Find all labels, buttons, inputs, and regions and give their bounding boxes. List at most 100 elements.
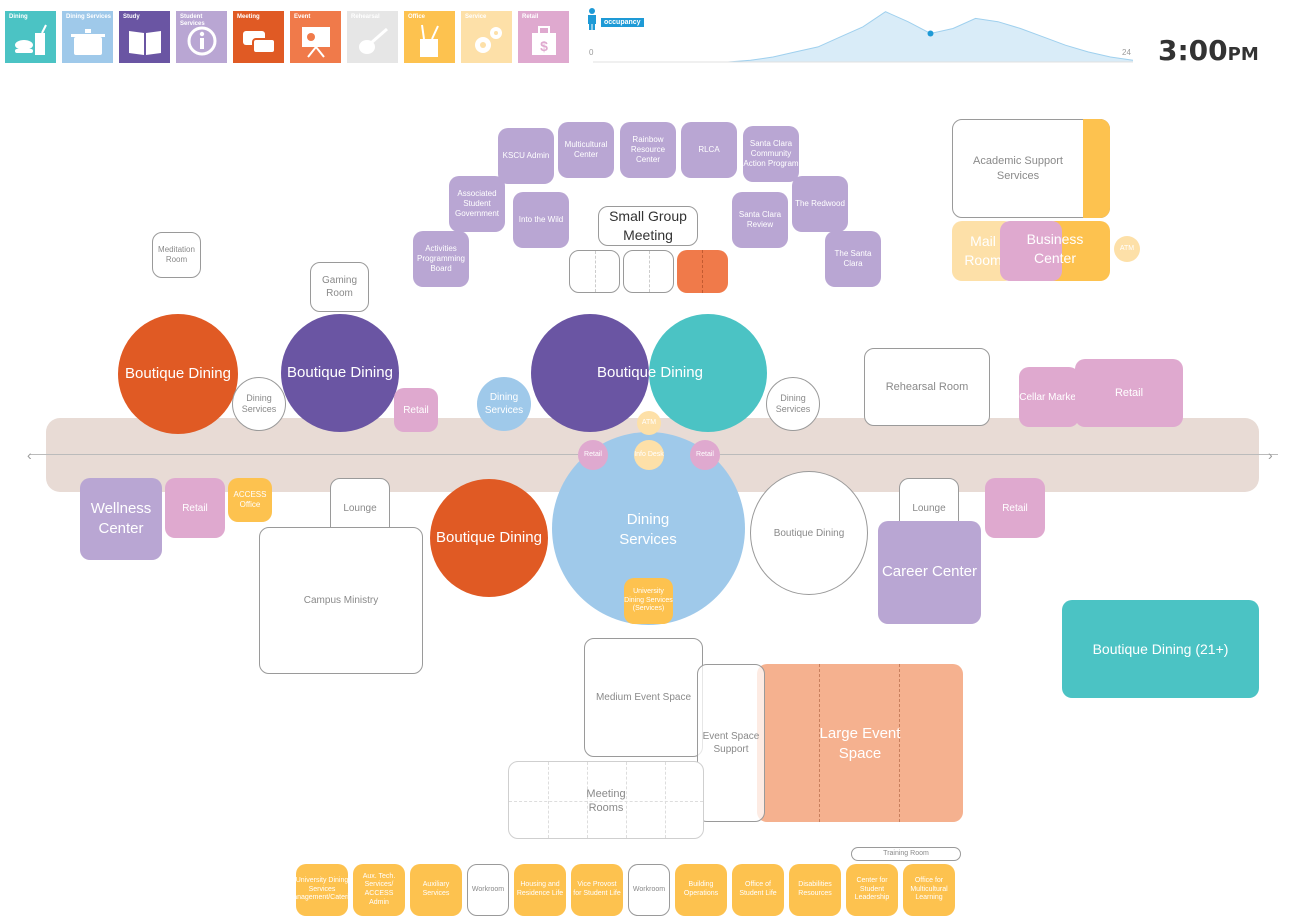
category-study[interactable]: Study	[119, 11, 170, 63]
time-ampm: PM	[1227, 44, 1259, 65]
retail-south-east[interactable]: Retail	[985, 478, 1045, 538]
category-office[interactable]: Office	[404, 11, 455, 63]
room-small-group-meeting[interactable]: Small Group Meeting	[598, 206, 698, 246]
office-0[interactable]: University Dining Services (Management/C…	[285, 864, 359, 916]
category-dining[interactable]: Dining	[5, 11, 56, 63]
dining-services-hub-label: Dining Services	[619, 510, 677, 548]
retail-south-1[interactable]: Retail	[165, 478, 225, 538]
workroom[interactable]: Workroom	[467, 864, 509, 916]
large-event-space[interactable]	[757, 664, 963, 822]
room-sccap[interactable]: Santa Clara Community Action Program	[743, 126, 799, 182]
office-9[interactable]: Disabilities Resources	[789, 864, 841, 916]
boutique-dining-3[interactable]	[531, 314, 649, 432]
dining-services-1[interactable]: Dining Services	[232, 377, 286, 431]
category-meeting[interactable]: Meeting	[233, 11, 284, 63]
retail-hub-left[interactable]: Retail	[578, 440, 608, 470]
retail-north-1[interactable]: Retail	[394, 388, 438, 432]
category-dining-services[interactable]: Dining Services	[62, 11, 113, 63]
meeting-pod[interactable]	[569, 250, 620, 293]
room-asg[interactable]: Associated Student Government	[449, 176, 505, 232]
occupancy-chart[interactable]: occupancy 0 24	[585, 6, 1135, 66]
room-multicultural-center[interactable]: Multicultural Center	[558, 122, 614, 178]
career-center[interactable]: Career Center	[878, 521, 981, 624]
room-the-santa-clara[interactable]: The Santa Clara	[825, 231, 881, 287]
room-kscu-admin[interactable]: KSCU Admin	[498, 128, 554, 184]
guitar-icon	[355, 23, 391, 68]
boutique-dining-4[interactable]	[649, 314, 767, 432]
boutique-dining-6[interactable]: Boutique Dining	[750, 471, 868, 595]
room-business-center[interactable]	[1000, 221, 1062, 281]
pencil-cup-icon	[412, 23, 448, 68]
wellness-center[interactable]: Wellness Center	[80, 478, 162, 560]
category-event[interactable]: Event	[290, 11, 341, 63]
occupancy-sparkline	[593, 11, 1133, 63]
event-space-support[interactable]: Event Space Support	[697, 664, 765, 822]
office-7[interactable]: Building Operations	[675, 864, 727, 916]
time-value: 3:00	[1158, 34, 1228, 67]
category-retail[interactable]: Retail $	[518, 11, 569, 63]
meeting-pod-occupied[interactable]	[677, 250, 728, 293]
office-8[interactable]: Office of Student Life	[732, 864, 784, 916]
office-1[interactable]: Aux. Tech. Services/ ACCESS Admin	[353, 864, 405, 916]
atm-top-right[interactable]: ATM	[1114, 236, 1140, 262]
retail-hub-right[interactable]: Retail	[690, 440, 720, 470]
boutique-dining-2[interactable]: Boutique Dining	[281, 314, 399, 432]
room-rainbow-resource-center[interactable]: Rainbow Resource Center	[620, 122, 676, 178]
medium-event-space[interactable]: Medium Event Space	[584, 638, 703, 757]
category-label: Student Services	[180, 14, 205, 27]
room-the-redwood[interactable]: The Redwood	[792, 176, 848, 232]
open-book-icon	[127, 23, 163, 68]
office-5[interactable]: Vice Provost for Student Life	[571, 864, 623, 916]
office-2[interactable]: Auxiliary Services	[410, 864, 462, 916]
business-center-label: Business Center	[1026, 231, 1084, 266]
room-rlca[interactable]: RLCA	[681, 122, 737, 178]
meeting-pod[interactable]	[623, 250, 674, 293]
room-activities-programming-board[interactable]: Activities Programming Board	[413, 231, 469, 287]
gears-icon	[469, 23, 505, 68]
workroom[interactable]: Workroom	[628, 864, 670, 916]
occupancy-min-label: 0	[589, 48, 594, 57]
boutique-dining-21[interactable]: Boutique Dining (21+)	[1062, 600, 1259, 698]
room-rehearsal[interactable]: Rehearsal Room	[864, 348, 990, 426]
atm-center[interactable]: ATM	[637, 411, 661, 435]
occupancy-max-label: 24	[1122, 48, 1131, 57]
info-desk[interactable]: Info Desk	[634, 440, 664, 470]
category-label: Event	[294, 14, 311, 20]
meeting-rooms[interactable]	[508, 761, 704, 839]
category-bar	[5, 11, 56, 13]
svg-text:$: $	[540, 38, 548, 54]
room-gaming[interactable]: Gaming Room	[310, 262, 369, 312]
category-service[interactable]: Service	[461, 11, 512, 63]
retail-north-east[interactable]: Retail	[1075, 359, 1183, 427]
cellar-market[interactable]: Cellar Market	[1019, 367, 1079, 427]
office-10[interactable]: Center for Student Leadership	[846, 864, 898, 916]
category-label: Office	[408, 14, 426, 20]
boutique-dining-5[interactable]: Boutique Dining	[430, 479, 548, 597]
category-label: Dining Services	[66, 14, 112, 20]
category-label: Dining	[9, 14, 28, 20]
arrow-left-icon: ‹	[27, 447, 32, 463]
office-4[interactable]: Housing and Residence Life	[514, 864, 566, 916]
shopping-bag-icon: $	[526, 23, 562, 68]
occupancy-label: occupancy	[601, 18, 644, 27]
campus-ministry[interactable]: Campus Ministry	[259, 527, 423, 674]
category-rehearsal[interactable]: Rehearsal	[347, 11, 398, 63]
room-into-the-wild[interactable]: Into the Wild	[513, 192, 569, 248]
access-office[interactable]: ACCESS Office	[228, 478, 272, 522]
training-room[interactable]: Training Room	[851, 847, 961, 861]
burger-drink-icon	[13, 23, 49, 68]
meeting-rooms-label: Meeting Rooms	[586, 787, 626, 814]
boutique-dining-1[interactable]: Boutique Dining	[118, 314, 238, 434]
category-student-services[interactable]: Student Services	[176, 11, 227, 63]
arrow-right-icon: ›	[1268, 447, 1273, 463]
person-icon	[587, 8, 597, 30]
room-meditation[interactable]: Meditation Room	[152, 232, 201, 278]
dining-services-2[interactable]: Dining Services	[477, 377, 531, 431]
cooking-pot-icon	[70, 23, 106, 68]
office-row: University Dining Services (Management/C…	[285, 864, 955, 916]
room-santa-clara-review[interactable]: Santa Clara Review	[732, 192, 788, 248]
office-11[interactable]: Office for Multicultural Learning	[903, 864, 955, 916]
university-dining-services-office[interactable]: University Dining Services (Services)	[624, 578, 673, 624]
dining-services-3[interactable]: Dining Services	[766, 377, 820, 431]
chat-bubbles-icon	[241, 23, 277, 68]
